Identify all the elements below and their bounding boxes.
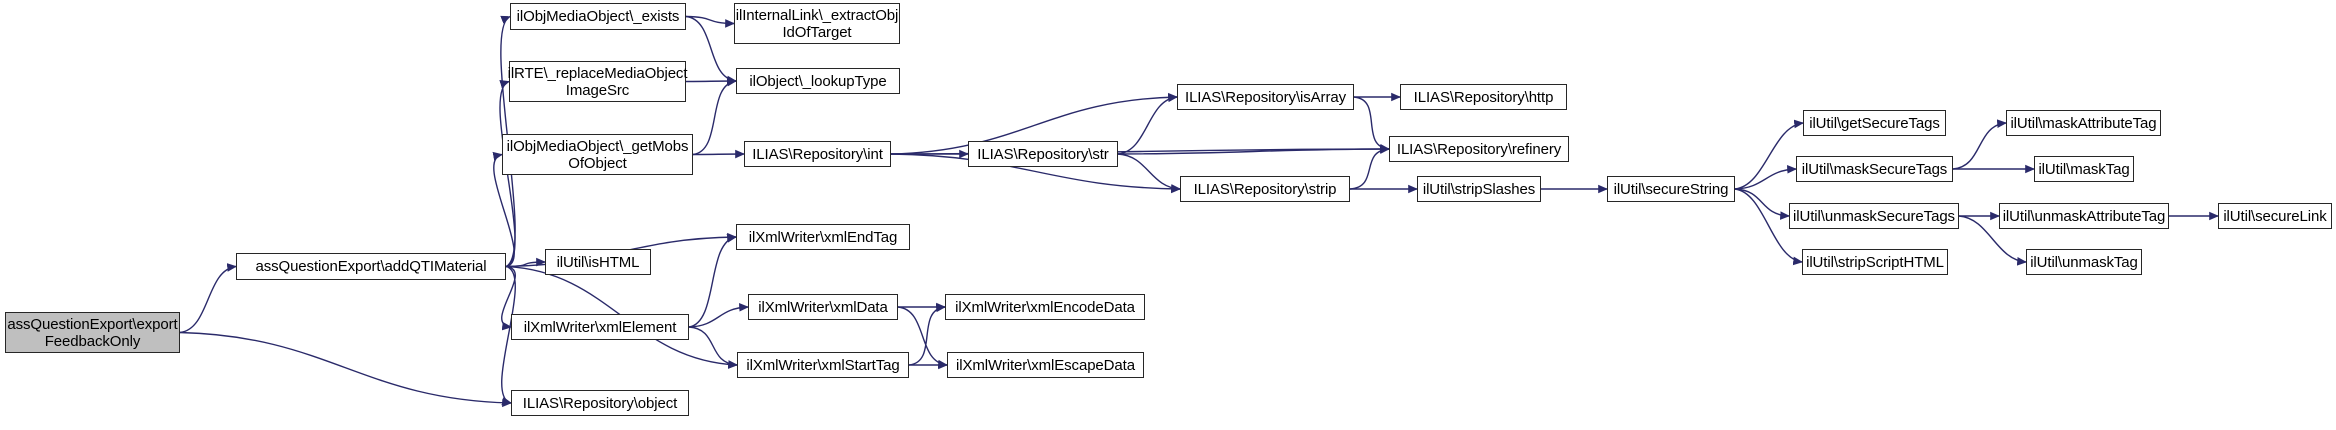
graph-node-getMobsOfObject[interactable]: ilObjMediaObject\_getMobs OfObject bbox=[502, 134, 693, 175]
graph-node-xmlElement[interactable]: ilXmlWriter\xmlElement bbox=[511, 314, 689, 340]
graph-edge-getMobsOfObject-to-repoInt bbox=[692, 149, 745, 159]
graph-node-mobExists[interactable]: ilObjMediaObject\_exists bbox=[510, 3, 686, 30]
graph-node-exportFeedbackOnly[interactable]: assQuestionExport\export FeedbackOnly bbox=[5, 312, 180, 353]
graph-node-extractObjId[interactable]: ilInternalLink\_extractObj IdOfTarget bbox=[734, 3, 900, 44]
graph-edge-secureString-to-unmaskSecureTags bbox=[1734, 188, 1790, 220]
graph-edge-exportFeedbackOnly-to-addQTIMaterial bbox=[179, 263, 237, 334]
graph-node-secureString[interactable]: ilUtil\secureString bbox=[1607, 176, 1735, 202]
graph-node-addQTIMaterial[interactable]: assQuestionExport\addQTIMaterial bbox=[236, 253, 506, 280]
graph-edge-xmlElement-to-xmlData bbox=[688, 302, 749, 328]
graph-edge-xmlElement-to-xmlEndTag bbox=[688, 234, 737, 328]
graph-node-stripSlashes[interactable]: ilUtil\stripSlashes bbox=[1417, 176, 1541, 202]
graph-node-maskAttributeTag[interactable]: ilUtil\maskAttributeTag bbox=[2006, 110, 2161, 136]
graph-edge-repoInt-to-refinery bbox=[890, 144, 1390, 155]
graph-node-repoStrip[interactable]: ILIAS\Repository\strip bbox=[1180, 176, 1350, 202]
graph-edge-maskSecureTags-to-maskAttributeTag bbox=[1952, 119, 2007, 170]
graph-node-maskTag[interactable]: ilUtil\maskTag bbox=[2034, 156, 2134, 182]
graph-edge-repoStr-to-isArray bbox=[1117, 93, 1178, 155]
graph-node-xmlStartTag[interactable]: ilXmlWriter\xmlStartTag bbox=[737, 352, 909, 378]
graph-edge-repoStrip-to-refinery bbox=[1349, 145, 1390, 190]
graph-node-unmaskTag[interactable]: ilUtil\unmaskTag bbox=[2026, 249, 2142, 275]
graph-edge-repoStr-to-repoStrip bbox=[1117, 153, 1181, 193]
graph-edge-isArray-to-refinery bbox=[1353, 96, 1390, 153]
graph-edge-repoStr-to-refinery bbox=[1117, 144, 1390, 155]
graph-node-xmlEncodeData[interactable]: ilXmlWriter\xmlEncodeData bbox=[945, 294, 1145, 320]
graph-edge-mobExists-to-lookupType bbox=[685, 15, 737, 85]
graph-edge-getMobsOfObject-to-lookupType bbox=[692, 77, 737, 156]
graph-node-repoInt[interactable]: ILIAS\Repository\int bbox=[744, 141, 891, 167]
graph-node-repoStr[interactable]: ILIAS\Repository\str bbox=[968, 141, 1118, 167]
graph-node-unmaskAttributeTag[interactable]: ilUtil\unmaskAttributeTag bbox=[1999, 203, 2169, 229]
graph-edge-addQTIMaterial-to-isHTML bbox=[505, 257, 546, 268]
graph-node-rteReplace[interactable]: ilRTE\_replaceMediaObject ImageSrc bbox=[508, 61, 688, 102]
graph-edge-secureString-to-maskSecureTags bbox=[1734, 164, 1797, 190]
graph-node-xmlEscapeData[interactable]: ilXmlWriter\xmlEscapeData bbox=[947, 352, 1144, 378]
graph-node-secureLink[interactable]: ilUtil\secureLink bbox=[2218, 203, 2332, 229]
graph-node-stripScriptHTML[interactable]: ilUtil\stripScriptHTML bbox=[1802, 249, 1948, 275]
graph-node-repoObject[interactable]: ILIAS\Repository\object bbox=[511, 390, 689, 416]
graph-node-xmlEndTag[interactable]: ilXmlWriter\xmlEndTag bbox=[736, 224, 910, 250]
graph-edge-xmlStartTag-to-xmlEncodeData bbox=[908, 303, 946, 366]
graph-edge-mobExists-to-extractObjId bbox=[685, 15, 735, 28]
graph-node-xmlData[interactable]: ilXmlWriter\xmlData bbox=[748, 294, 898, 320]
graph-node-lookupType[interactable]: ilObject\_lookupType bbox=[736, 68, 900, 94]
graph-edge-rteReplace-to-lookupType bbox=[685, 76, 737, 86]
graph-node-refinery[interactable]: ILIAS\Repository\refinery bbox=[1389, 136, 1569, 162]
graph-node-getSecureTags[interactable]: ilUtil\getSecureTags bbox=[1803, 110, 1946, 136]
graph-node-http[interactable]: ILIAS\Repository\http bbox=[1400, 84, 1567, 110]
graph-edge-exportFeedbackOnly-to-repoObject bbox=[179, 331, 512, 408]
graph-node-unmaskSecureTags[interactable]: ilUtil\unmaskSecureTags bbox=[1789, 203, 1959, 229]
graph-node-isHTML[interactable]: ilUtil\isHTML bbox=[545, 249, 651, 275]
graph-node-isArray[interactable]: ILIAS\Repository\isArray bbox=[1177, 84, 1354, 110]
graph-edge-xmlElement-to-xmlStartTag bbox=[688, 326, 738, 369]
graph-edge-secureString-to-getSecureTags bbox=[1734, 119, 1804, 190]
graph-node-maskSecureTags[interactable]: ilUtil\maskSecureTags bbox=[1796, 156, 1953, 182]
